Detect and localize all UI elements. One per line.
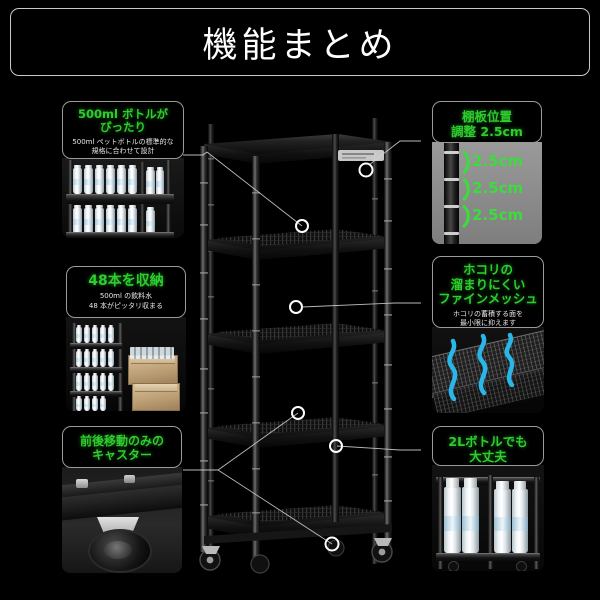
feature-heading-line: 48本を収納 (88, 273, 164, 289)
feature-heading-line: ぴったり (100, 120, 146, 135)
feature-caption-shelf-adjust: 棚板位置 調整 2.5cm (432, 101, 542, 143)
hero-rack-image (186, 112, 414, 580)
feature-panel-caster: 前後移動のみの キャスター (62, 426, 182, 573)
feature-photo-fine-mesh (432, 327, 544, 413)
feature-caption-bottle-fit: 500ml ボトルが ぴったり 500ml ペットボトルの標準的な 規格に合わせ… (62, 101, 184, 159)
feature-photo-caster (62, 467, 182, 573)
feature-caption-capacity-48: 48本を収納 500ml の飲料水 48 本がピッタリ収まる (66, 266, 186, 318)
feature-heading-line: 500ml ボトルが (78, 107, 168, 121)
feature-caption-caster: 前後移動のみの キャスター (62, 426, 182, 468)
feature-photo-shelf-adjust: 2.5cm 2.5cm 2.5cm (432, 142, 542, 244)
feature-heading-line: 溜まりにくい (450, 276, 526, 292)
feature-heading-line: ホコリの (462, 262, 513, 277)
feature-sub-line: 最小限に抑えます (460, 318, 516, 327)
feature-heading-line: 大丈夫 (469, 448, 507, 464)
feature-photo-bottle-fit (62, 158, 184, 238)
page-title: 機能まとめ (202, 25, 398, 66)
feature-heading-line: 調整 2.5cm (451, 123, 523, 139)
measure-label: 2.5cm (472, 152, 524, 170)
feature-heading-line: 2Lボトルでも (448, 434, 528, 449)
feature-panel-fine-mesh: ホコリの 溜まりにくい ファインメッシュ ホコリの蓄積する面を 最小限に抑えます (432, 256, 544, 413)
feature-photo-capacity-48 (66, 317, 186, 411)
feature-panel-two-liter: 2Lボトルでも 大丈夫 (432, 426, 544, 571)
measure-label: 2.5cm (472, 179, 524, 197)
airflow-arrow-icon (447, 332, 515, 402)
feature-heading-line: ファインメッシュ (438, 291, 538, 306)
feature-panel-bottle-fit: 500ml ボトルが ぴったり 500ml ペットボトルの標準的な 規格に合わせ… (62, 101, 184, 238)
feature-heading-line: 前後移動のみの (79, 434, 164, 448)
feature-sub-line: 500ml ペットボトルの標準的な (72, 137, 174, 146)
feature-heading-line: 棚板位置 (461, 109, 512, 124)
feature-panel-capacity-48: 48本を収納 500ml の飲料水 48 本がピッタリ収まる (66, 266, 186, 411)
feature-caption-two-liter: 2Lボトルでも 大丈夫 (432, 426, 544, 466)
feature-photo-two-liter (432, 465, 544, 571)
feature-heading-line: キャスター (91, 447, 152, 462)
feature-caption-fine-mesh: ホコリの 溜まりにくい ファインメッシュ ホコリの蓄積する面を 最小限に抑えます (432, 256, 544, 328)
measure-label: 2.5cm (472, 206, 524, 224)
feature-panel-shelf-adjust: 棚板位置 調整 2.5cm 2.5cm 2.5cm 2.5cm (432, 101, 542, 244)
page-title-box: 機能まとめ (10, 8, 590, 76)
feature-sub-line: 48 本がピッタリ収まる (88, 301, 164, 310)
feature-sub-line: 規格に合わせて設計 (91, 147, 155, 156)
feature-sub-line: 500ml の飲料水 (99, 292, 153, 301)
feature-sub-line: ホコリの蓄積する面を (453, 309, 523, 318)
